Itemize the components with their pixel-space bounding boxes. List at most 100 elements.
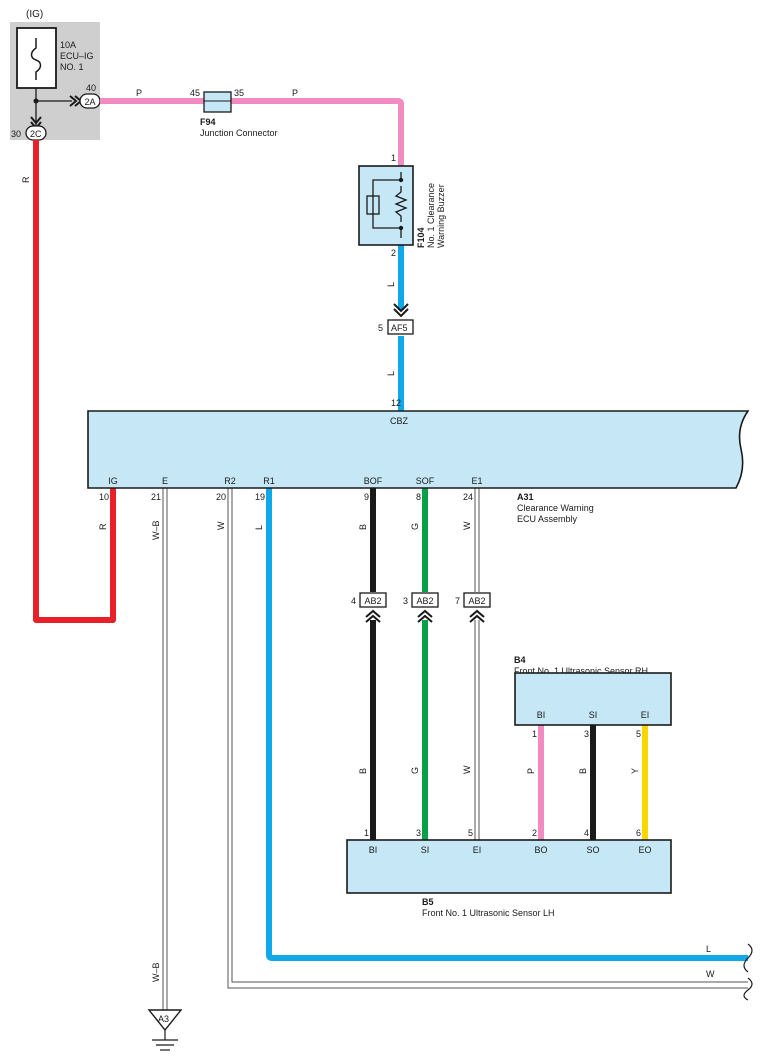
buzzer-id: F104 [416, 227, 426, 248]
code-r-left: R [21, 176, 31, 183]
ecu-terminal-pin: 19 [255, 492, 265, 502]
sensor-rh-name: Front No. 1 Ultrasonic Sensor RH [514, 666, 648, 676]
sensor-lh-terminal-label: EI [473, 845, 482, 855]
junction-connector-f94: 45 35 F94 Junction Connector [190, 88, 278, 138]
sensor-lh-terminal-label: SO [586, 845, 599, 855]
code-l-exit: L [706, 944, 711, 954]
sensor-rh-id: B4 [514, 655, 526, 665]
sensor-rh-terminal-pin: 5 [636, 729, 641, 739]
wire-code-labels: P P R L L R W–B W L B G W B G W P B Y W–… [21, 88, 715, 982]
buzzer-body [358, 165, 414, 246]
wire-r-ig [33, 140, 116, 623]
code-w-e1: W [462, 521, 472, 530]
splice-point-icon [33, 98, 39, 104]
ecu-terminal-label: SOF [416, 476, 435, 486]
code-b-so: B [578, 768, 588, 774]
sensor-rh-terminal-label: BI [537, 710, 546, 720]
ecu-terminal-pin: 10 [99, 492, 109, 502]
code-l-r1: L [254, 525, 264, 530]
connector-af5-label: AF5 [391, 323, 408, 333]
fuse-name-line1: ECU–IG [60, 51, 94, 61]
sensor-lh-terminal-pin: 5 [468, 828, 473, 838]
ecu-terminal-pin: 8 [416, 492, 421, 502]
sensor-lh-body [346, 839, 672, 894]
code-wb-e: W–B [151, 520, 161, 540]
code-b-bof: B [358, 524, 368, 530]
sensor-b5-lh: B5 Front No. 1 Ultrasonic Sensor LH 1BI3… [346, 828, 672, 918]
ground-a3: A3 [147, 1009, 183, 1051]
ecu-cbz-label: CBZ [390, 416, 409, 426]
sensor-lh-terminal-pin: 6 [636, 828, 641, 838]
sensor-lh-name: Front No. 1 Ultrasonic Sensor LH [422, 908, 555, 918]
ecu-terminal-label: IG [108, 476, 118, 486]
fuse-rating: 10A [60, 40, 76, 50]
ecu-a31: 12 CBZ A31 Clearance Warning ECU Assembl… [87, 398, 750, 524]
sensor-lh-terminal-pin: 2 [532, 828, 537, 838]
fuse-element-icon [30, 38, 42, 80]
connector-arrow-ab2-icon [417, 609, 433, 623]
sensor-lh-terminal-label: BO [534, 845, 547, 855]
sensor-lh-terminal-pin: 4 [584, 828, 589, 838]
code-p-bo: P [526, 768, 536, 774]
wire-w-r2-outer [227, 488, 748, 989]
fuse-name-line2: NO. 1 [60, 62, 84, 72]
ecu-terminal-label: R1 [263, 476, 275, 486]
sensor-lh-terminal-pin: 1 [364, 828, 369, 838]
connector-af5: AF5 5 [378, 303, 414, 335]
sensor-rh-body [514, 672, 672, 726]
connector-ab2-box [411, 592, 439, 608]
buzzer-name-line2: Warning Buzzer [436, 184, 446, 248]
code-p-top-right: P [292, 88, 298, 98]
wire-break-icon [743, 943, 753, 1001]
connector-af5-box [387, 319, 414, 335]
ecu-terminal-label: E [162, 476, 168, 486]
buzzer-node-bottom [398, 225, 404, 231]
sensor-rh-terminal-pin: 1 [532, 729, 537, 739]
wire-l-r1 [266, 488, 748, 961]
connector-ab2-box [359, 592, 387, 608]
wire-p-junction-to-buzzer [231, 98, 404, 166]
buzzer-icon [366, 195, 380, 215]
connector-2a-label: 2A [85, 97, 96, 107]
code-g-sof-lower: G [410, 767, 420, 774]
buzzer-node-top [398, 177, 404, 183]
code-g-sof: G [410, 523, 420, 530]
connector-arrow-af5-icon [393, 303, 409, 318]
ecu-terminal-label: BOF [364, 476, 383, 486]
code-l-af5-lower: L [386, 371, 396, 376]
junction-connector-box [203, 91, 232, 113]
sensor-rh-terminal-label: EI [641, 710, 650, 720]
connector-ab2-label: AB2 [416, 596, 433, 606]
connector-af5-pin: 5 [378, 323, 383, 333]
wire-w-r2-inner [231, 488, 748, 983]
sensor-b4-rh: B4 Front No. 1 Ultrasonic Sensor RH BI1 S… [514, 655, 672, 739]
connector-arrow-ab2-icon [469, 609, 485, 623]
fuse-box: (IG) 10A ECU–IG NO. 1 2A 40 2C 30 [10, 9, 101, 141]
code-y-eo: Y [630, 768, 640, 774]
code-w-e1-lower: W [462, 765, 472, 774]
connector-2c-label: 2C [30, 129, 42, 139]
buzzer-pin-2: 2 [391, 248, 396, 258]
ecu-terminal-pin: 21 [151, 492, 161, 502]
junction-pin-in: 45 [190, 88, 200, 98]
ecu-terminal-pin: 9 [364, 492, 369, 502]
buzzer-pin-1: 1 [391, 153, 396, 163]
sensor-lh-terminal-label: EO [638, 845, 651, 855]
code-l-buzzer-lower: L [386, 282, 396, 287]
ecu-terminal-label: R2 [224, 476, 236, 486]
ground-label: A3 [158, 1014, 169, 1024]
junction-id: F94 [200, 117, 216, 127]
wire-break-symbols [743, 943, 753, 1001]
connector-ab2-pin: 7 [455, 596, 460, 606]
connector-ab2-pin: 3 [403, 596, 408, 606]
sensor-rh-terminal-label: SI [589, 710, 598, 720]
ecu-terminal-label: E1 [471, 476, 482, 486]
ground-triangle-icon [147, 1009, 183, 1032]
sensor-lh-terminal-label: BI [369, 845, 378, 855]
connector-ab2-box [463, 592, 491, 608]
sensor-lh-id: B5 [422, 897, 434, 907]
code-r-ig: R [98, 523, 108, 530]
